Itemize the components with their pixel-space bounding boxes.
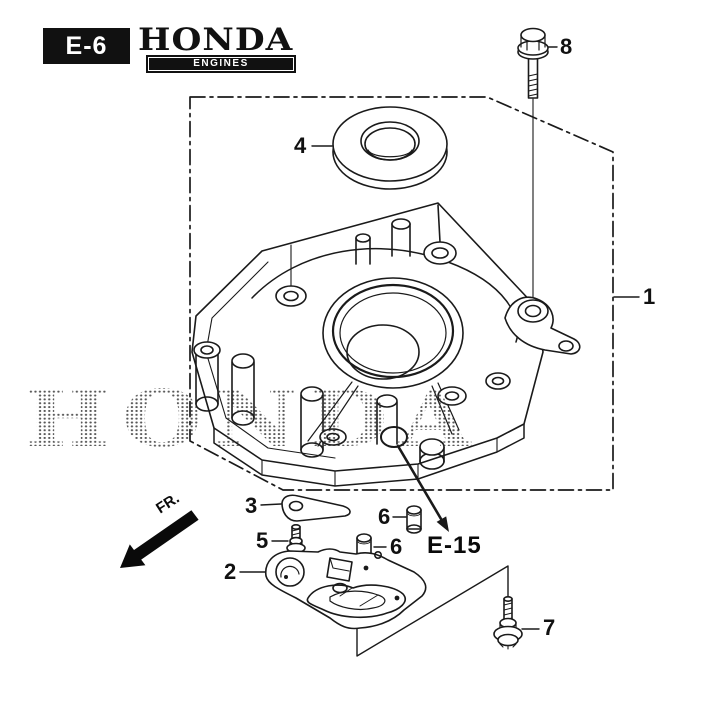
callout-1: 1	[643, 284, 656, 309]
engines-label: ENGINES	[193, 58, 249, 69]
section-badge: E-6	[43, 28, 130, 64]
callout-2: 2	[224, 559, 237, 584]
bolt-7-drawing	[493, 595, 523, 650]
washer-4-drawing	[332, 106, 448, 190]
screw-5-drawing	[286, 523, 306, 554]
leader-3	[260, 503, 282, 506]
cover-outline	[191, 202, 544, 472]
callout-6-upper: 6	[378, 504, 391, 529]
honda-wordmark: HONDA	[138, 21, 294, 58]
e15-hole	[380, 426, 408, 448]
e15-arrow	[396, 444, 449, 532]
honda-engines-logo: HONDA ENGINES	[138, 24, 296, 71]
pin-6-upper-drawing	[406, 505, 422, 534]
boundary-dashed-box	[189, 96, 614, 491]
center-bore	[322, 277, 464, 389]
crankcase-cover-drawing	[191, 202, 581, 487]
callout-3: 3	[245, 493, 258, 518]
callout-6-lower: 6	[390, 534, 403, 559]
callout-8: 8	[560, 34, 573, 59]
baffle-plate-2-drawing	[265, 548, 427, 630]
bolt-hole-bosses	[275, 241, 511, 446]
bolt-8-drawing	[517, 27, 549, 302]
e15-reference-label: E-15	[427, 532, 482, 559]
bracket-3-drawing	[281, 494, 351, 522]
fr-arrow	[120, 510, 199, 568]
assembly-plane-line	[356, 565, 509, 657]
callout-4: 4	[294, 133, 307, 158]
callout-7: 7	[543, 615, 556, 640]
engines-bar: ENGINES	[148, 57, 294, 71]
section-badge-label: E-6	[65, 31, 108, 60]
callout-5: 5	[256, 528, 269, 553]
